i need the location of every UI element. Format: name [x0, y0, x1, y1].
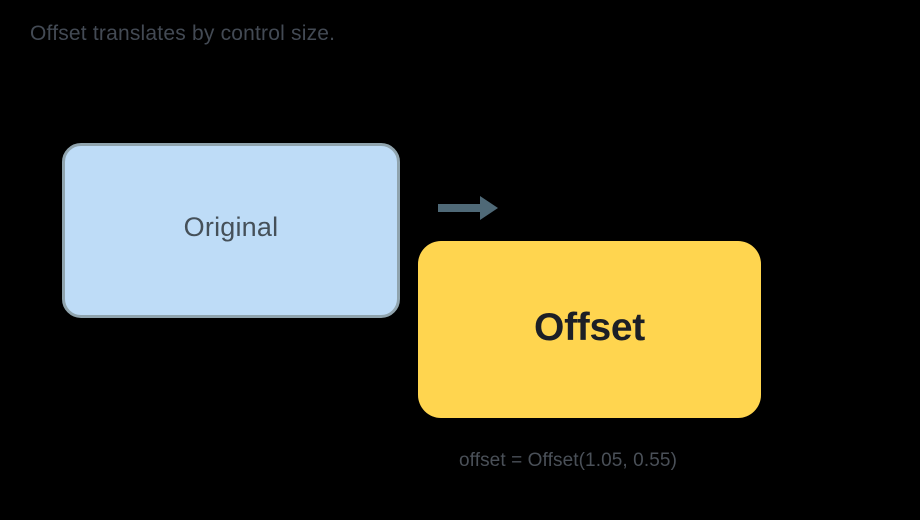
- original-box: Original: [62, 143, 400, 318]
- offset-box-label: Offset: [534, 305, 645, 349]
- arrow-right-icon: [436, 193, 502, 223]
- original-box-label: Original: [183, 212, 279, 242]
- offset-box: Offset: [418, 241, 761, 418]
- page-title: Offset translates by control size.: [30, 22, 336, 45]
- offset-caption: offset = Offset(1.05, 0.55): [459, 450, 677, 471]
